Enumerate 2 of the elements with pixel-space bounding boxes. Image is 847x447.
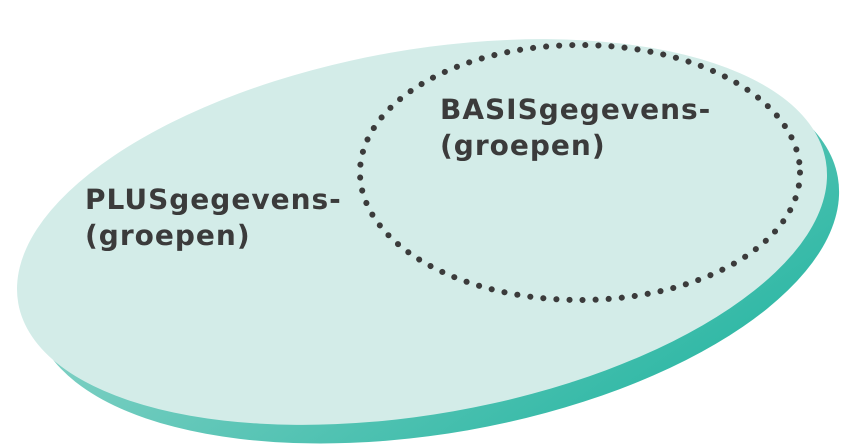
region-label: PLUSgegevens- (groepen) bbox=[85, 182, 343, 254]
region-label: BASISgegevens- (groepen) bbox=[440, 92, 712, 164]
